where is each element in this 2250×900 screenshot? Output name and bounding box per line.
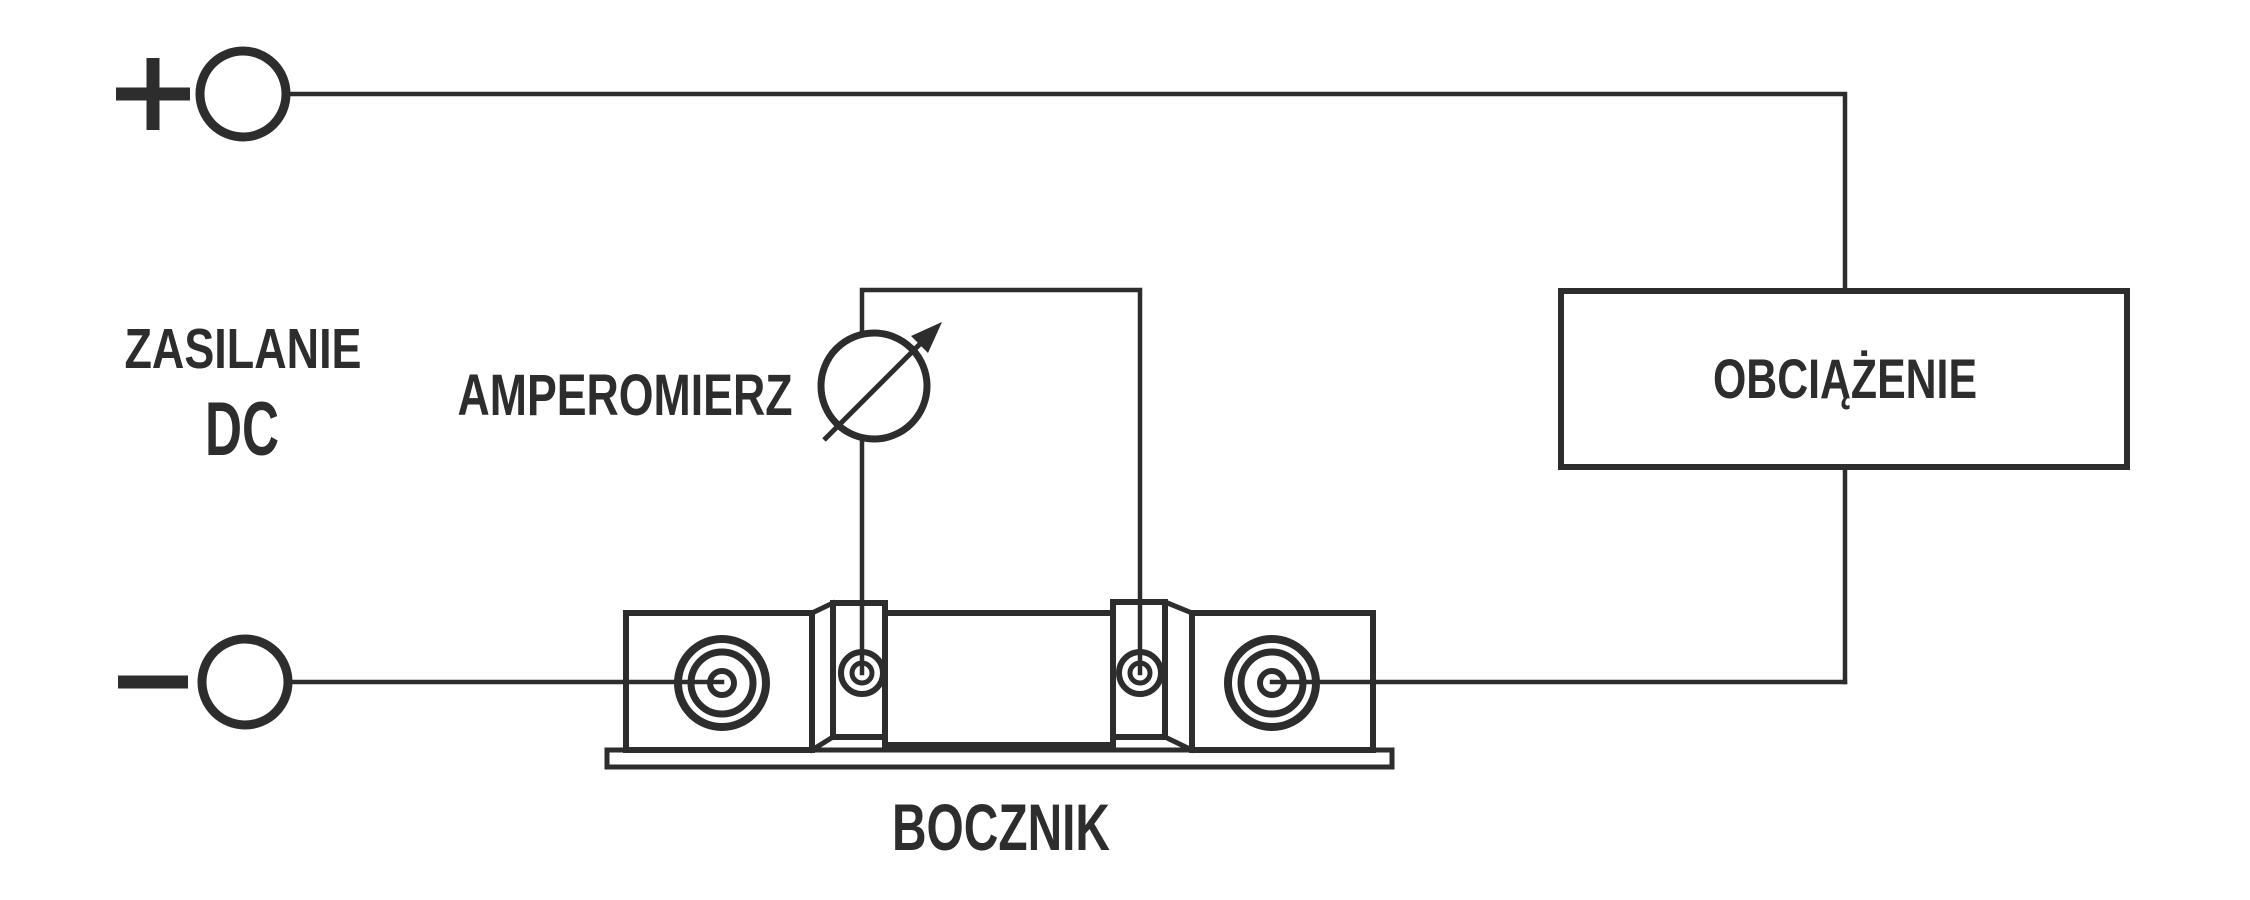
shunt-symbol (604, 598, 1395, 770)
supply-label-line2: DC (205, 387, 279, 472)
wire-ammeter-loop (859, 287, 1143, 676)
supply-label-line1: ZASILANIE (125, 317, 362, 381)
stroke-layer (195, 46, 2130, 770)
wire-positive-rail (283, 91, 1848, 294)
ammeter-arrowhead-icon (911, 322, 942, 353)
plus-icon (116, 58, 190, 130)
shunt-left-terminal-icon (674, 635, 770, 731)
load-box (1558, 288, 2130, 470)
shunt-label: BOCZNIK (892, 790, 1110, 864)
shunt-chamfer-bottom-left (808, 733, 837, 754)
ammeter-symbol (817, 329, 931, 443)
ammeter-needle (822, 338, 926, 442)
negative-terminal-circle (197, 634, 293, 730)
load-label: OBCIĄŻENIE (1713, 347, 1977, 410)
shunt-right-sense-screw-icon (1116, 649, 1164, 697)
ammeter-label: AMPEROMIERZ (458, 363, 793, 428)
shunt-chamfer-top-left (808, 599, 837, 617)
shunt-base-plate (604, 747, 1395, 770)
shunt-chamfer-bottom-right (1161, 733, 1196, 754)
shunt-resistance-element (882, 610, 1116, 748)
minus-icon (118, 675, 188, 689)
shunt-left-sense-screw-icon (838, 649, 886, 697)
shunt-right-terminal-icon (1224, 635, 1320, 731)
ammeter-dial-circle (817, 329, 931, 443)
shunt-chamfer-top-right (1161, 598, 1196, 617)
ink-layer: ZASILANIE DC AMPEROMIERZ OBCIĄŻENIE BOCZ… (116, 58, 1977, 864)
positive-terminal-circle (195, 46, 291, 142)
